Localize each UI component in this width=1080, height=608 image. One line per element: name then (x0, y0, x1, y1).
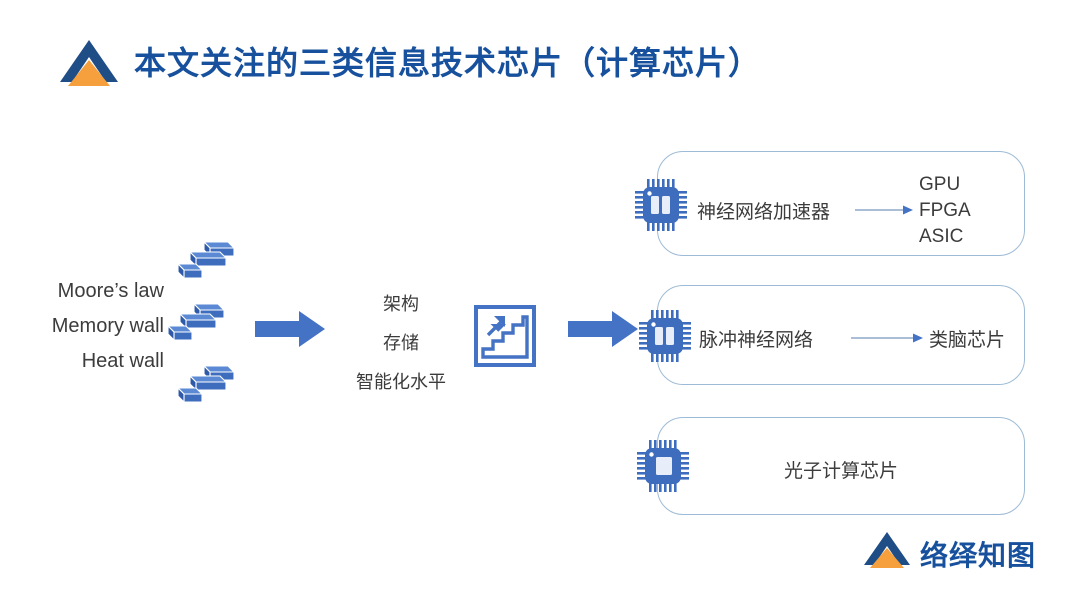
factor-label-list: 架构 存储 智能化水平 (336, 285, 466, 402)
factor-label-architecture: 架构 (383, 294, 419, 314)
flow-arrow-1-icon (255, 309, 325, 349)
challenges-block: Moore’s law Memory wall Heat wall (14, 236, 246, 416)
card-connector-arrow-2-icon (851, 331, 923, 343)
card-output-brain-like-chip: 类脑芯片 (929, 330, 1006, 351)
mountain-chevron-logo-icon (862, 530, 912, 570)
growth-staircase-icon (474, 305, 536, 367)
brick-wall-icon (174, 364, 236, 406)
factor-label-intelligence-level: 智能化水平 (356, 372, 446, 392)
chip-icon (632, 176, 690, 234)
brick-wall-icon (174, 240, 236, 282)
card-title-spiking-neural-network: 脉冲神经网络 (699, 330, 814, 351)
chip-card-photonic-computing[interactable] (657, 417, 1025, 515)
slide-header: 本文关注的三类信息技术芯片（计算芯片） (0, 0, 1080, 110)
card-title-neural-accelerator: 神经网络加速器 (697, 202, 831, 223)
flow-arrow-2-icon (568, 309, 638, 349)
improvement-factors-block: 架构 存储 智能化水平 (336, 283, 546, 401)
output-fpga: FPGA (919, 200, 971, 221)
chip-icon (636, 307, 694, 365)
card-outputs-neural-accelerator: GPU FPGA ASIC (919, 172, 971, 250)
brick-wall-icon (164, 302, 226, 344)
watermark-text: 络绎知图 (920, 540, 1037, 571)
card-title-photonic-computing: 光子计算芯片 (783, 461, 898, 482)
chip-card-neural-accelerator[interactable] (657, 151, 1025, 256)
challenge-label-memory-wall: Memory wall (51, 315, 164, 337)
challenge-label-moores-law: Moore’s law (57, 280, 164, 302)
output-asic: ASIC (919, 226, 964, 247)
chip-icon (634, 437, 692, 495)
factor-label-storage: 存储 (383, 333, 419, 353)
challenge-label-heat-wall: Heat wall (81, 350, 164, 372)
output-gpu: GPU (919, 174, 961, 195)
card-connector-arrow-1-icon (855, 203, 913, 215)
watermark: 络绎知图 (862, 528, 1037, 574)
page-title: 本文关注的三类信息技术芯片（计算芯片） (134, 45, 762, 81)
challenges-label-list: Moore’s law Memory wall Heat wall (14, 274, 164, 379)
mountain-chevron-logo-icon (58, 38, 120, 88)
